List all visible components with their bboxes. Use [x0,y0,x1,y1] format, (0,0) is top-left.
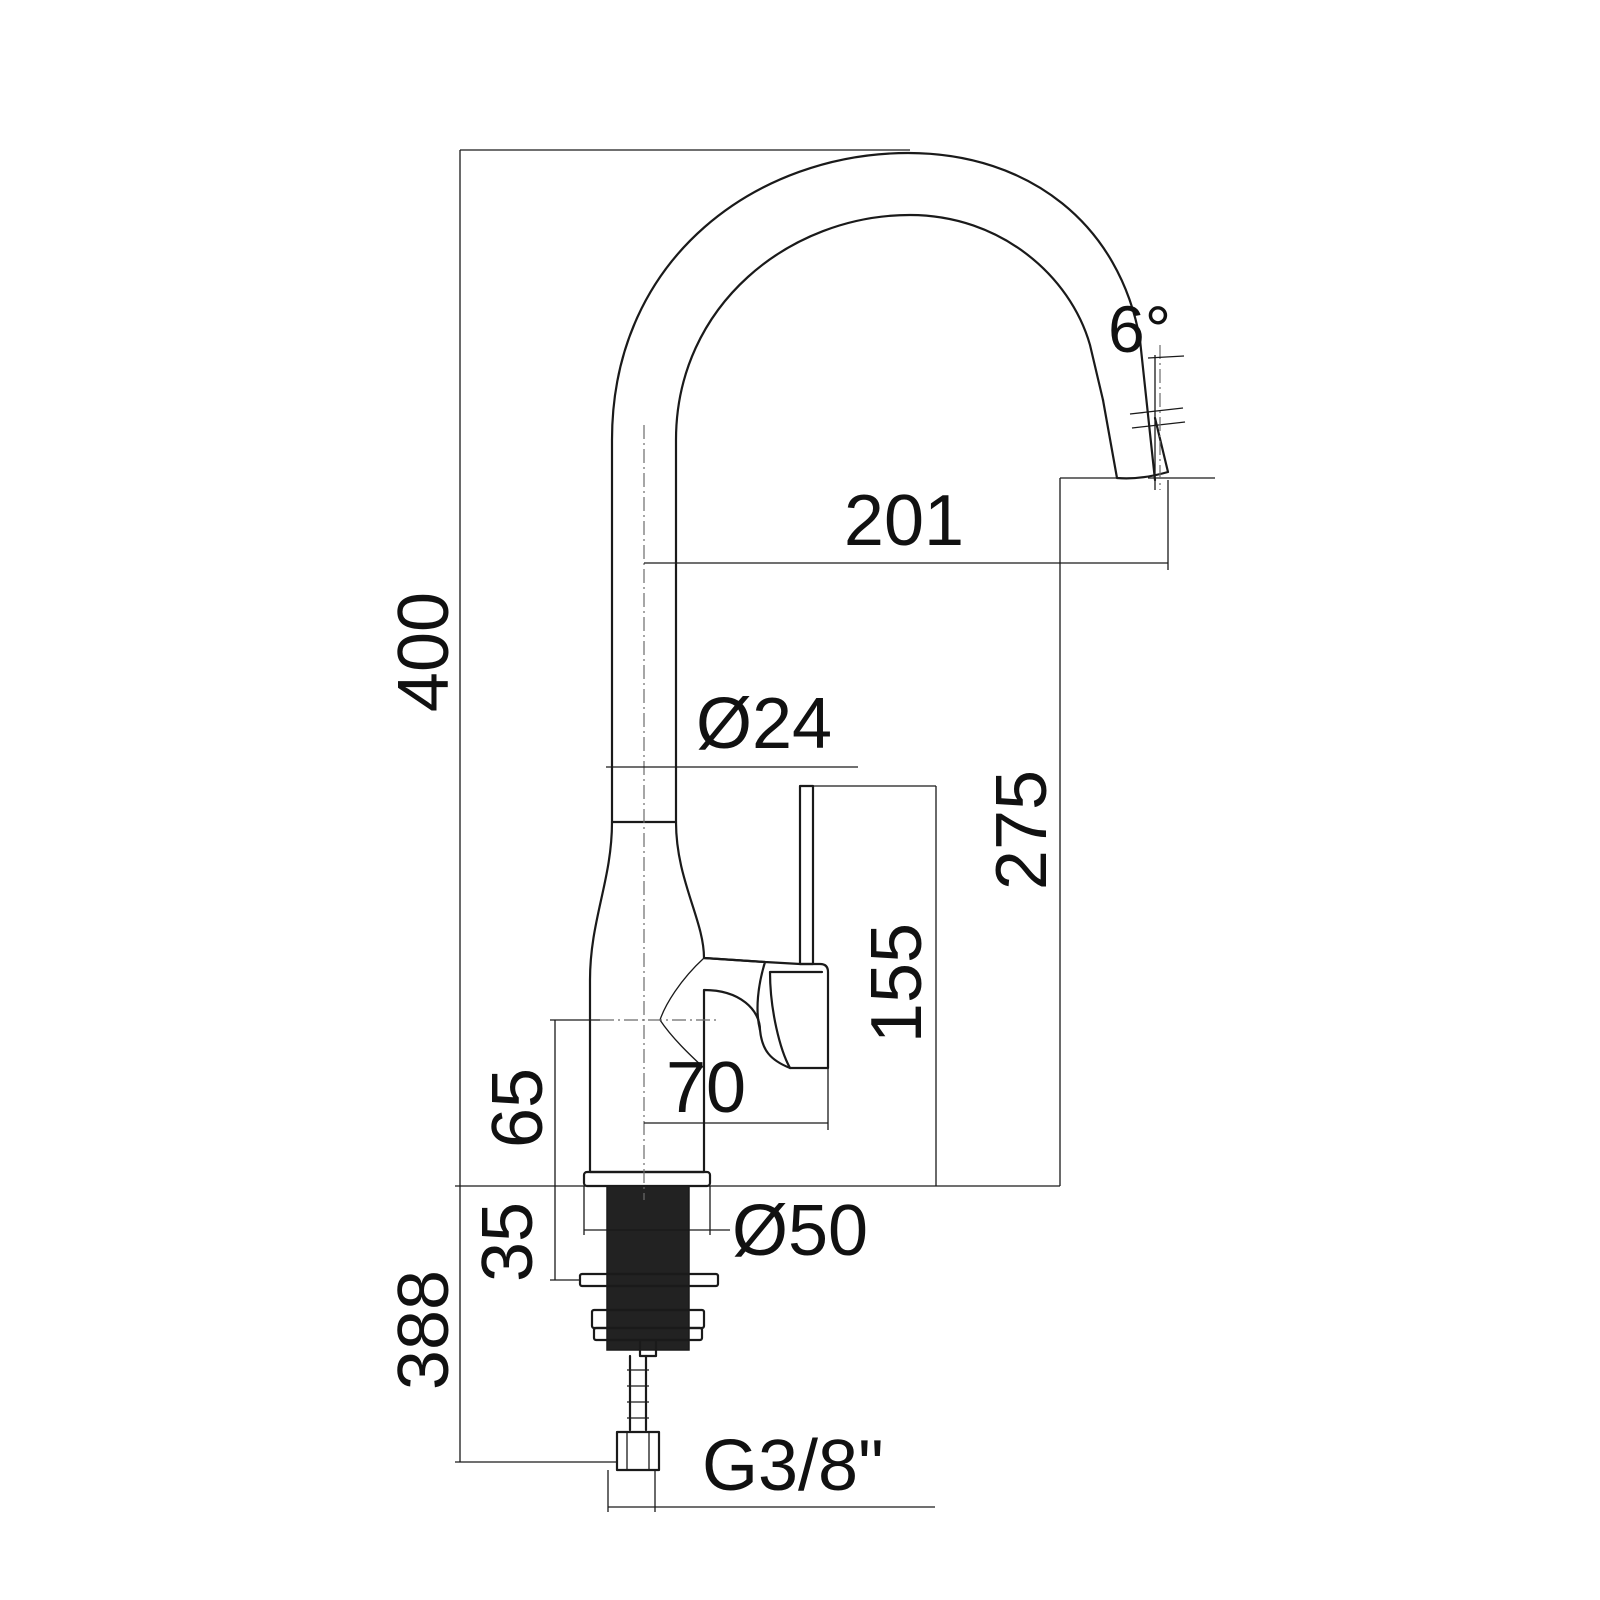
handle-hub-front [768,970,824,1070]
dim-connection: G3/8" [702,1426,884,1506]
mounting-shank [578,1185,720,1472]
dim-spout-height: 275 [982,770,1062,890]
faucet-body [588,820,762,1174]
aerator-ring-1 [1129,407,1184,415]
dim-base-thickness: 35 [468,1202,548,1282]
dim-lever-reach: 70 [666,1048,746,1128]
aerator-ring-2 [1131,421,1186,429]
dim-body-height: 65 [478,1068,558,1148]
flexible-hose [627,1354,649,1432]
base-flange [582,1170,712,1188]
dim-base-diameter: Ø50 [732,1191,868,1271]
center-lines [600,345,1161,1200]
threaded-shank [606,1185,690,1351]
spout-aerator [1101,398,1170,480]
dimension-lines [455,149,1185,1512]
faucet-body-neck [674,820,767,964]
hose-nut [615,1430,661,1472]
faucet-outline [582,151,1215,1188]
dim-hose-length: 388 [384,1270,464,1390]
dim-tube-diameter: Ø24 [696,684,832,764]
spout-outer [610,151,1157,824]
lever-handle [798,784,815,966]
spout-inner [674,213,1105,824]
handle-hub [702,956,830,1070]
dim-lever-height: 155 [857,923,937,1043]
dim-spout-angle: 6° [1108,292,1171,366]
dim-spout-reach: 201 [844,481,964,561]
dimension-labels: 400 201 6° 275 Ø24 155 70 65 35 Ø50 388 … [384,292,1171,1506]
dim-total-height: 400 [384,592,464,712]
hose-fitting [638,1338,658,1358]
